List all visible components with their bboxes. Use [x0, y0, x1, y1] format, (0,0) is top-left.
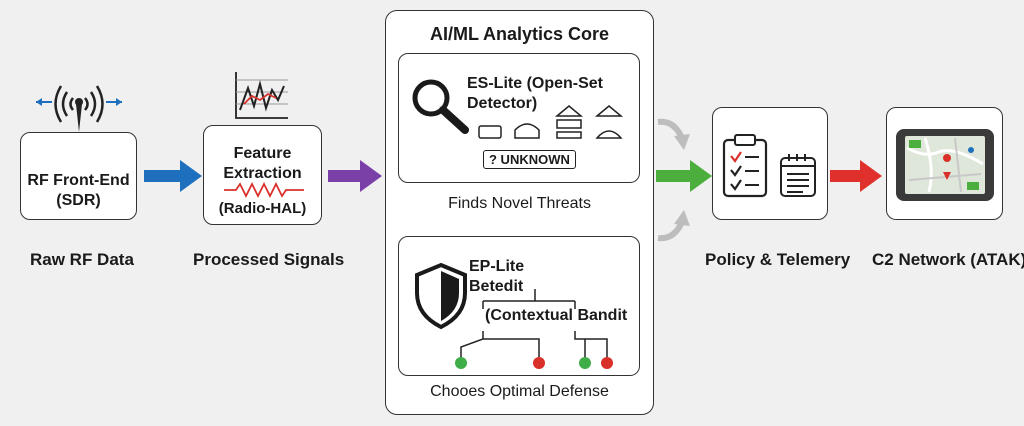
magnifier-icon: [412, 79, 469, 134]
feature-extraction-box: Feature Extraction (Radio-HAL): [203, 125, 322, 225]
rf-front-end-subtitle: (SDR): [56, 192, 101, 209]
ep-lite-caption: Chooes Optimal Defense: [430, 383, 609, 400]
es-lite-title: ES-Lite (Open-Set: [467, 75, 604, 92]
contextual-bandit-label: (Contextual Bandit: [485, 307, 628, 324]
es-lite-caption: Finds Novel Threats: [448, 195, 591, 212]
arrow-policy-to-c2: [830, 160, 882, 192]
feedback-arrows: [657, 118, 690, 242]
c2-caption: C2 Network (ATAK): [872, 250, 1024, 269]
c2-box: [886, 107, 1003, 220]
feature-extraction-title-2: Extraction: [223, 165, 302, 182]
raw-rf-data-caption: Raw RF Data: [30, 250, 134, 269]
antenna-icon: [36, 85, 122, 132]
analytics-core-title: AI/ML Analytics Core: [429, 24, 610, 44]
green-dot: [579, 357, 591, 369]
ep-lite-box: EP-Lite Betedit (Contextual Bandit: [398, 236, 640, 376]
waveform-icon: [224, 181, 304, 199]
rf-front-end-box: RF Front-End (SDR): [20, 132, 137, 220]
unknown-tag: ? UNKNOWN: [483, 150, 576, 169]
calendar-log-icon: [780, 154, 816, 197]
es-lite-title-2: Detector): [467, 95, 538, 112]
radio-hal-label: (Radio-HAL): [218, 200, 307, 217]
tablet-map-icon: [896, 129, 994, 201]
rf-front-end-title: RF Front-End: [27, 172, 130, 189]
feature-extraction-title: Feature: [233, 145, 292, 162]
processed-signals-caption: Processed Signals: [193, 250, 345, 269]
ep-lite-subtitle: Betedit: [469, 278, 524, 295]
green-dot: [455, 357, 467, 369]
policy-caption: Policy & Telemery: [705, 250, 851, 269]
analytics-core-box: AI/ML Analytics Core ES-Lite (Open-Set D…: [385, 10, 654, 415]
bandit-tree-diagram: [455, 289, 613, 369]
arrow-core-to-policy: [656, 160, 712, 192]
signal-chart-icon: [235, 72, 288, 119]
shield-icon: [415, 262, 467, 330]
arrow-rf-to-feature: [144, 160, 202, 192]
arrow-feature-to-core: [328, 160, 382, 192]
clipboard-icon: [722, 134, 768, 198]
red-dot: [533, 357, 545, 369]
red-dot: [601, 357, 613, 369]
es-lite-box: ES-Lite (Open-Set Detector) ? UNKNOWN: [398, 53, 640, 183]
ep-lite-title: EP-Lite: [469, 258, 525, 275]
policy-box: [712, 107, 828, 220]
threat-shapes-icon: [478, 105, 624, 139]
